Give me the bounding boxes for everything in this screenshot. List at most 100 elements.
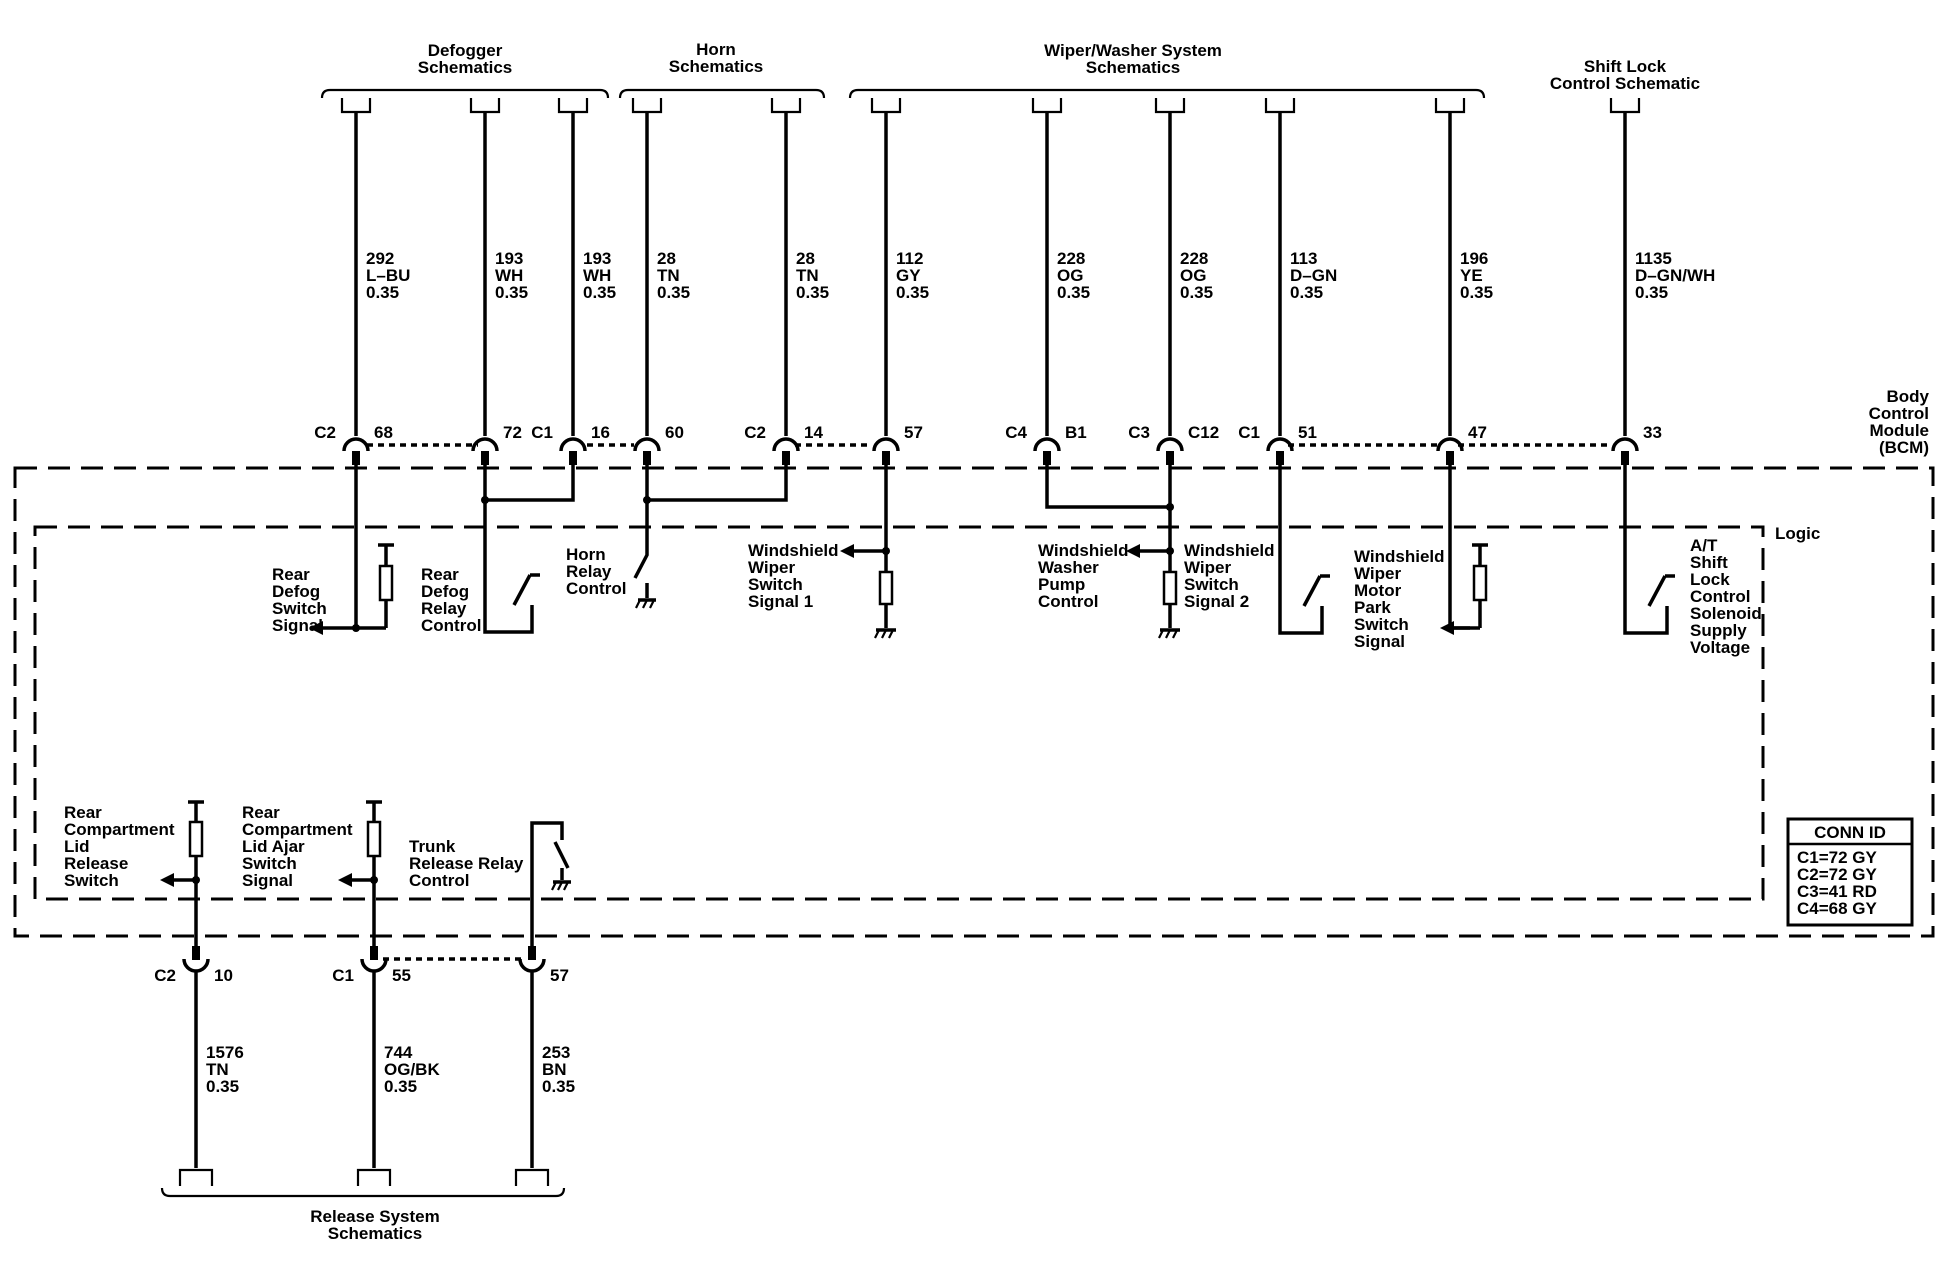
function-label-trunk-relay: Trunk Release Relay Control	[409, 837, 524, 890]
function-label-rear-defog-relay: Rear Defog Relay Control	[421, 565, 481, 635]
conn-id-row: C4=68 GY	[1797, 899, 1878, 918]
group-title-line: Horn	[696, 40, 736, 59]
function-label-lid-release: Rear Compartment Lid Release Switch	[64, 803, 175, 890]
pin-number: 10	[214, 966, 233, 985]
pin-number: C12	[1188, 423, 1219, 442]
wire-gauge: 0.35	[495, 283, 528, 302]
label-line: Switch	[748, 575, 803, 594]
group-title-line: Schematics	[1086, 58, 1181, 77]
pin-number: 57	[904, 423, 923, 442]
wire-circuit: 196	[1460, 249, 1488, 268]
label-line: Signal	[272, 616, 323, 635]
label-line: Control	[1038, 592, 1098, 611]
label-line: Solenoid	[1690, 604, 1762, 623]
label-line: Supply	[1690, 621, 1747, 640]
bcm-label-line: Control	[1869, 404, 1929, 423]
connector-id: C1	[1238, 423, 1260, 442]
group-title-shiftlock: Shift Lock Control Schematic	[1550, 57, 1700, 93]
wire-gauge: 0.35	[206, 1077, 239, 1096]
label-line: Control	[421, 616, 481, 635]
wire-gauge: 0.35	[1460, 283, 1493, 302]
label-line: Motor	[1354, 581, 1402, 600]
wire-gauge: 0.35	[896, 283, 929, 302]
label-line: Windshield	[1038, 541, 1129, 560]
wire-color: OG	[1180, 266, 1206, 285]
label-line: Signal 1	[748, 592, 813, 611]
label-line: Defog	[421, 582, 469, 601]
wire-color: TN	[657, 266, 680, 285]
wire-color: TN	[206, 1060, 229, 1079]
connector-id: C3	[1128, 423, 1150, 442]
pin-number: 16	[591, 423, 610, 442]
conn-id-row: C3=41 RD	[1797, 882, 1877, 901]
pin-number: 14	[804, 423, 823, 442]
label-line: Windshield	[1354, 547, 1445, 566]
pin-number: 68	[374, 423, 393, 442]
wire-gauge: 0.35	[583, 283, 616, 302]
wire-gauge: 0.35	[657, 283, 690, 302]
connector-id: C2	[314, 423, 336, 442]
function-label-shift-lock: A/T Shift Lock Control Solenoid Supply V…	[1690, 536, 1762, 657]
label-line: Control	[1690, 587, 1750, 606]
group-title-line: Release System	[310, 1207, 439, 1226]
label-line: Lock	[1690, 570, 1730, 589]
label-line: Relay	[566, 562, 612, 581]
label-line: Switch	[272, 599, 327, 618]
label-line: Relay	[421, 599, 467, 618]
label-line: Compartment	[64, 820, 175, 839]
wire-color: GY	[896, 266, 921, 285]
connector-id: C2	[154, 966, 176, 985]
label-line: Rear	[64, 803, 102, 822]
wire-color: TN	[796, 266, 819, 285]
wire-color: WH	[495, 266, 523, 285]
wire-color: L–BU	[366, 266, 410, 285]
label-line: Lid	[64, 837, 90, 856]
bcm-label-line: Module	[1870, 421, 1930, 440]
function-label-horn-relay: Horn Relay Control	[566, 545, 626, 598]
label-line: Trunk	[409, 837, 456, 856]
label-line: Rear	[272, 565, 310, 584]
function-label-wiper-switch-1: Windshield Wiper Switch Signal 1	[748, 541, 839, 611]
label-line: Wiper	[748, 558, 795, 577]
function-label-wiper-park: Windshield Wiper Motor Park Switch Signa…	[1354, 547, 1445, 651]
wire-gauge: 0.35	[796, 283, 829, 302]
pin-number: 51	[1298, 423, 1317, 442]
label-line: Switch	[64, 871, 119, 890]
wire-circuit: 113	[1290, 249, 1317, 268]
connector-links	[367, 443, 1612, 961]
wire-color: OG	[1057, 266, 1083, 285]
wire-circuit: 1576	[206, 1043, 244, 1062]
wire-gauge: 0.35	[1180, 283, 1213, 302]
pin-number: 47	[1468, 423, 1487, 442]
label-line: Switch	[1354, 615, 1409, 634]
wire-gauge: 0.35	[366, 283, 399, 302]
label-line: Voltage	[1690, 638, 1750, 657]
connector-id: C1	[332, 966, 354, 985]
connector-id: C1	[531, 423, 553, 442]
pin-number: 33	[1643, 423, 1662, 442]
label-line: Wiper	[1184, 558, 1231, 577]
connector-id: C4	[1005, 423, 1027, 442]
group-title-horn: Horn Schematics	[669, 40, 764, 76]
function-label-washer-pump: Windshield Washer Pump Control	[1038, 541, 1129, 611]
label-line: Release	[64, 854, 128, 873]
label-line: Shift	[1690, 553, 1728, 572]
wire-gauge: 0.35	[384, 1077, 417, 1096]
label-line: A/T	[1690, 536, 1718, 555]
bcm-outline	[13, 466, 1935, 938]
wire-circuit: 292	[366, 249, 394, 268]
label-line: Windshield	[1184, 541, 1275, 560]
wire-circuit: 112	[896, 249, 923, 268]
